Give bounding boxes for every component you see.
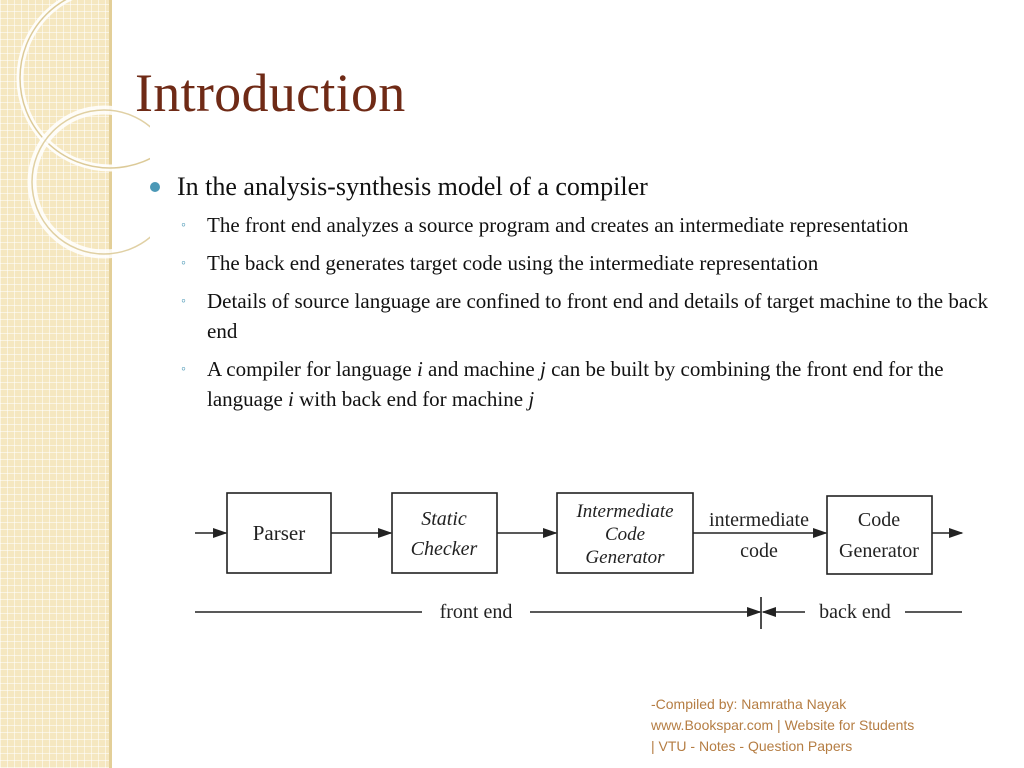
icg-label-2: Code — [605, 524, 645, 545]
decorative-rings — [16, 0, 150, 259]
code-generator-box: Code Generator — [826, 495, 933, 575]
back-end-label: back end — [819, 601, 891, 623]
subbullet-1: ◦ The front end analyzes a source progra… — [150, 210, 997, 240]
ring-bullet-icon: ◦ — [181, 362, 186, 377]
slide-title: Introduction — [135, 63, 406, 123]
static-checker-label-2: Checker — [411, 538, 478, 560]
footer-line-3: | VTU - Notes - Question Papers — [651, 738, 853, 754]
bullet-dot-icon — [150, 182, 160, 192]
subbullet-3: ◦ Details of source language are confine… — [150, 286, 997, 346]
subbullet-2: ◦ The back end generates target code usi… — [150, 248, 997, 278]
compiler-pipeline-diagram: Parser Static Checker Intermediate Code … — [195, 492, 964, 629]
intermediate-code-label-1: intermediate — [709, 509, 809, 531]
bullet-main-text: In the analysis-synthesis model of a com… — [177, 172, 648, 201]
icg-label-1: Intermediate — [575, 501, 673, 522]
ring-bullet-icon: ◦ — [181, 256, 186, 271]
subbullet-1-text: The front end analyzes a source program … — [207, 213, 909, 237]
slide-content: In the analysis-synthesis model of a com… — [150, 170, 1000, 422]
ring-bullet-icon: ◦ — [181, 294, 186, 309]
parser-label: Parser — [253, 521, 305, 545]
subbullet-4-text: A compiler for language i and machine j … — [207, 357, 944, 411]
footer-credits: -Compiled by: Namratha Nayak www.Bookspa… — [651, 694, 991, 757]
language-i: i — [288, 387, 294, 411]
ring-bullet-icon: ◦ — [181, 218, 186, 233]
front-end-label: front end — [440, 601, 513, 623]
subbullet-2-text: The back end generates target code using… — [207, 251, 819, 275]
subbullet-4: ◦ A compiler for language i and machine … — [150, 354, 997, 414]
footer-line-1: -Compiled by: Namratha Nayak — [651, 696, 847, 712]
subbullet-list: ◦ The front end analyzes a source progra… — [150, 210, 1000, 414]
machine-j: j — [528, 387, 535, 411]
footer-line-2: www.Bookspar.com | Website for Students — [651, 717, 915, 733]
static-checker-label-1: Static — [421, 508, 467, 530]
icg-label-3: Generator — [585, 547, 665, 568]
subbullet-3-text: Details of source language are confined … — [207, 289, 988, 343]
parser-box: Parser — [226, 492, 332, 574]
static-checker-box: Static Checker — [391, 492, 498, 574]
intermediate-code-label-2: code — [740, 540, 778, 562]
language-i: i — [416, 357, 423, 381]
bullet-main: In the analysis-synthesis model of a com… — [150, 170, 1000, 204]
machine-j: j — [539, 357, 546, 381]
intermediate-code-generator-box: Intermediate Code Generator — [556, 492, 694, 574]
code-generator-label-1: Code — [858, 509, 900, 531]
code-generator-label-2: Generator — [839, 540, 919, 562]
